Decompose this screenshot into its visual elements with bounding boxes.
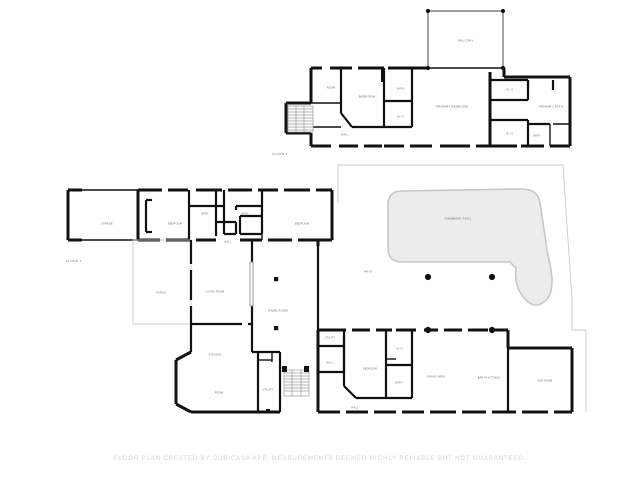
floor-2-group: BALCONY ROOM BEDROOM BATH W I C HALL PRI…	[272, 8, 572, 156]
room-label-wic-b: W I C	[396, 349, 403, 351]
floor-1-walls-upper	[66, 188, 334, 242]
floor-2-walls	[284, 66, 572, 148]
floor-1-group: GARAGE BEDROOM BATH BATH BEDROOM HALL PO…	[66, 164, 587, 414]
patio-column	[488, 326, 496, 334]
balcony-post	[425, 8, 431, 14]
room-label-game-room: GAME ROOM	[268, 309, 289, 313]
room-label-wic: W I C	[397, 117, 404, 119]
balcony-outline	[425, 8, 506, 71]
room-label-hall: HALL	[342, 134, 349, 137]
room-label-bedroom-b: BEDROOM	[363, 369, 377, 371]
game-room-post	[274, 326, 279, 331]
floor-1-caption: FLOOR 1	[66, 259, 82, 263]
room-label-primary-bedroom: PRIMARY BEDROOM	[436, 105, 468, 109]
patio-outline	[337, 164, 587, 412]
footer-disclaimer: FLOOR PLAN CREATED BY CUBICASA APP. MEAS…	[113, 455, 527, 462]
room-label-hall-top: HALL	[225, 241, 232, 244]
room-label-bath: BATH	[397, 88, 404, 91]
room-label-bath-m: BATH	[241, 213, 248, 216]
floor-2-caption: FLOOR 2	[272, 152, 288, 156]
room-label-sun-room: SUN ROOM	[537, 381, 552, 383]
room-label-wic-lower: W I C	[506, 134, 513, 136]
swimming-pool	[387, 188, 553, 306]
balcony-post	[500, 8, 506, 14]
patio-column	[424, 273, 432, 281]
room-label-hall-bottom: HALL	[352, 407, 359, 410]
room-label-garage: GARAGE	[101, 223, 113, 226]
room-label-bath-b: BATH	[395, 382, 402, 385]
room-label-room: ROOM	[327, 88, 335, 90]
floor-1-walls-lower	[316, 328, 574, 414]
game-room-post	[274, 277, 279, 282]
room-label-balcony: BALCONY	[458, 39, 473, 43]
floor-1-walls-mid	[132, 239, 320, 414]
patio-columns	[424, 273, 496, 334]
room-label-utility-mid: UTILITY	[263, 390, 274, 392]
room-label-bedroom-l: BEDROOM	[168, 224, 182, 226]
patio-column	[424, 326, 432, 334]
room-label-bedroom: BEDROOM	[359, 95, 376, 99]
patio-column	[488, 273, 496, 281]
room-label-wic-upper: W I C	[506, 90, 513, 92]
room-label-room-low: ROOM	[215, 393, 223, 395]
room-label-bath-2: BATH	[533, 135, 540, 138]
room-label-patio: PATIO	[364, 271, 372, 274]
game-room-posts	[274, 277, 279, 331]
room-label-hall-mid: HALL	[327, 362, 334, 365]
room-label-living-room: LIVING ROOM	[206, 292, 225, 294]
room-label-bath-l: BATH	[201, 213, 208, 216]
room-label-porch: PORCH	[156, 293, 166, 295]
room-label-bar-kitchen: BAR IN KITCHEN	[478, 377, 501, 380]
stairs-floor-1	[282, 366, 310, 397]
room-label-kitchen: KITCHEN	[209, 355, 221, 357]
room-label-primary-bath: PRIMARY BATH	[539, 105, 563, 109]
room-label-dining-area: DINING AREA	[427, 376, 445, 379]
stairs-floor-2	[287, 105, 314, 133]
room-label-utility-top: UTILITY	[325, 338, 336, 340]
room-label-swimming-pool: SWIMMING POOL	[444, 217, 471, 221]
room-label-bedroom-r: BEDROOM	[295, 224, 309, 226]
